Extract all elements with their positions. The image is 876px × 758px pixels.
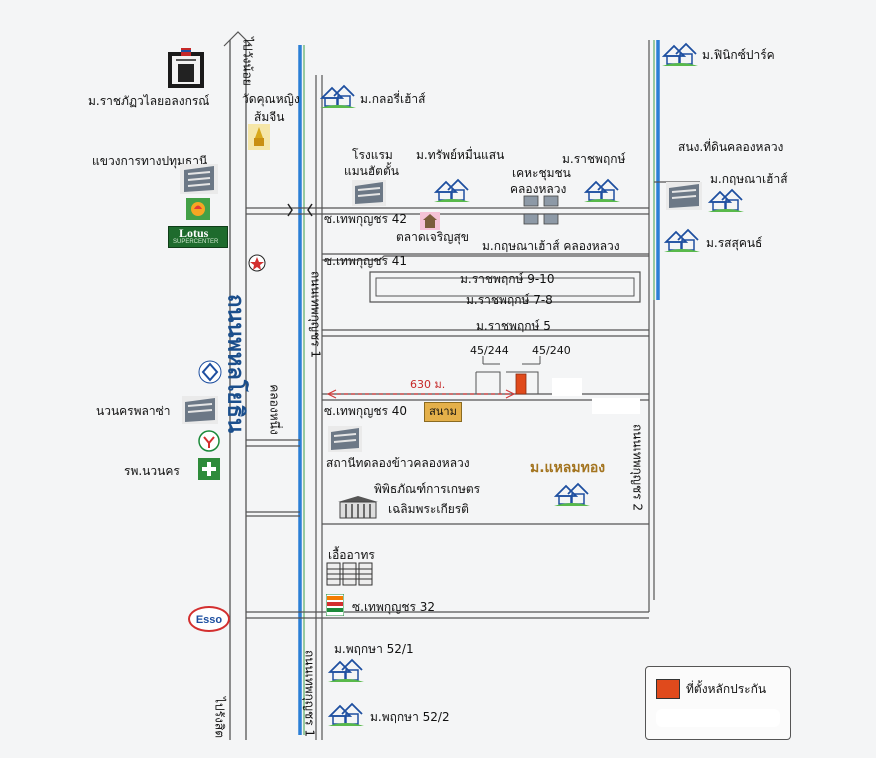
highways-label: แขวงการทางปทุมธานี [92,154,208,168]
distance-arrow-right [505,389,516,399]
house-icon-glory [320,84,356,108]
lot-b-label: 45/240 [532,344,571,357]
ua-arthorn-buildings-icon [326,562,373,586]
community-label-line2: คลองหลวง [510,182,567,196]
sanam-badge: สนาม [424,402,462,422]
kritsana-house-label: ม.กฤษณาเฮ้าส์ [710,172,788,186]
hotel-label-line1: โรงแรม [352,148,393,162]
lotus-text: Lotus [179,226,209,240]
hospital-cross-icon [198,458,220,480]
nawanakorn-plaza-label: นวนครพลาซ่า [96,404,171,418]
phoenix-park-label: ม.ฟินิกซ์ปาร์ค [702,48,775,62]
hotel-building-icon [352,180,386,206]
phaholyothin-road-label: ถนนพหลโยธิน [222,293,248,434]
rachaphruek-label: ม.ราชพฤกษ์ [562,152,626,166]
esso-text: Esso [195,614,223,626]
to-rangsit-label: ไปรังสิต [212,696,227,739]
rachaphruek-5-label: ม.ราชพฤกษ์ 5 [476,319,551,333]
community-housing-icon [523,195,559,225]
house-icon-rossukon [664,228,700,252]
house-icon-phoenix [662,42,698,66]
lotus-badge: Lotus SUPERCENTER [168,226,228,248]
rachaphruek-loop-inner [375,277,635,297]
market-label: ตลาดเจริญสุข [396,230,470,244]
collateral-marker [515,373,527,395]
kritsana-khlongluang-label: ม.กฤษณาเฮ้าส์ คลองหลวง [482,239,620,253]
land-office-building-icon [666,182,702,210]
glory-house-label: ม.กลอรี่เฮ้าส์ [360,92,426,106]
soi41-south [322,255,649,261]
rice-station-label: สถานีทดลองข้าวคลองหลวง [326,456,470,470]
wat-label-line1: วัดคุณหญิง [242,92,300,106]
lotus-logo-icon [186,198,210,220]
market-icon [420,212,440,230]
house-icon-rachaphruek [584,178,620,202]
museum-label-line1: พิพิธภัณฑ์การเกษตร [374,482,481,496]
house-icon-pruksa-52-1 [328,658,364,682]
thepkunchon2-label: ถนนเทพกุญชร 2 [630,423,645,512]
thepkunchon1-bottom-label: ถนนเทพกุญชร 1 [302,649,317,738]
lotus-subtext: SUPERCENTER [173,239,219,245]
soi32-label: ซ.เทพกุญชร 32 [352,600,436,614]
rachaphruek-9-10-label: ม.ราชพฤกษ์ 9-10 [460,272,555,286]
museum-label-line2: เฉลิมพระเกียรติ [388,502,469,516]
pruksa-52-2-label: ม.พฤกษา 52/2 [370,710,450,724]
house-icon-kritsana [708,188,744,212]
house-icon-sap [434,178,470,202]
kasikorn-bank-icon [198,430,220,452]
lot-a-label: 45/244 [470,344,509,357]
esso-icon: Esso [188,606,230,632]
thepkunchon1-top-label: ถนนเทพกุญชร 1 [308,270,323,359]
rachaphruek-loop-outer [369,271,641,303]
soi40-label: ซ.เทพกุญชร 40 [324,404,408,418]
rachaphruek-7-8-label: ม.ราชพฤกษ์ 7-8 [466,293,553,307]
bridge-mark [287,203,313,217]
hospital-label: รพ.นวนคร [124,464,180,478]
land-office-label: สนง.ที่ดินคลองหลวง [678,140,784,154]
soi41-label: ซ.เทพกุญชร 41 [324,254,408,268]
house-icon-pruksa-52-2 [328,702,364,726]
university-icon [168,48,204,88]
distance-label: 630 ม. [410,378,446,391]
distance-arrow-left [326,389,337,399]
rossukon-label: ม.รสสุคนธ์ [706,236,763,250]
hotel-label-line2: แมนฮัตตั้น [344,164,399,178]
plaza-building-icon [182,396,218,424]
sap-muensaen-label: ม.ทรัพย์หมื่นแสน [416,148,505,162]
legend-box: ที่ตั้งหลักประกัน [645,666,791,740]
house-icon-laem-thong [554,482,590,506]
bank-icon [198,360,222,384]
ua-arthorn-label: เอื้ออาทร [328,548,375,562]
legend-blur-patch [656,709,780,727]
wat-label-line2: ส้มจีน [254,110,285,124]
phaholyothin-arrow [223,31,253,47]
pruksa-52-1-label: ม.พฤกษา 52/1 [334,642,414,656]
rice-station-building-icon [328,426,362,452]
to-wangnoi-label: ไปวังน้อย [240,37,255,86]
museum-building-icon [338,496,378,519]
soi42-label: ซ.เทพกุญชร 42 [324,212,408,226]
sanam-label: สนาม [429,405,457,418]
community-label-line1: เคหะชุมชน [512,166,571,180]
gas-station-icon [248,254,266,272]
blur-patch-2 [592,398,640,414]
temple-icon [248,124,270,150]
lot-boundaries [475,371,539,394]
blur-patch-1 [552,378,582,396]
seven-eleven-icon [326,594,344,616]
laem-thong-label: ม.แหลมทอง [530,460,606,476]
office-building-icon [180,164,218,194]
khlong-nueng-label: คลองหนึ่ง [267,384,282,435]
legend-collateral-swatch [656,679,680,699]
legend-collateral-label: ที่ตั้งหลักประกัน [686,682,767,696]
rajabhat-label: ม.ราชภัฏวไลยอลงกรณ์ [88,94,210,108]
